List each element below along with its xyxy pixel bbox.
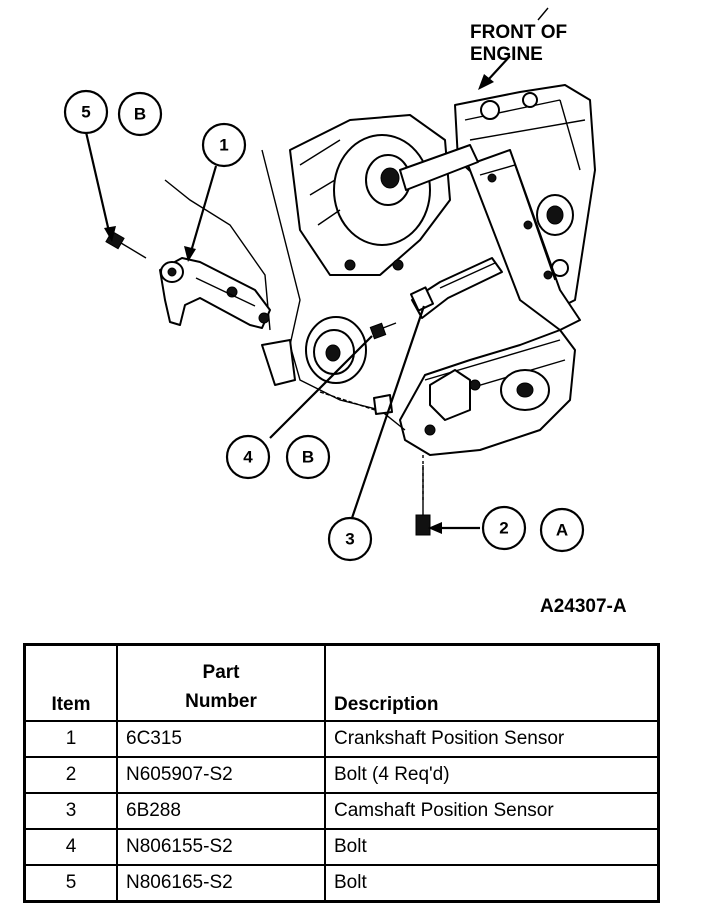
cell-item: 4 bbox=[23, 828, 118, 866]
table-header-row: Item Part Number Description bbox=[23, 643, 660, 722]
callout-b-lower: B bbox=[285, 434, 331, 480]
figure-id: A24307-A bbox=[540, 596, 627, 617]
cell-part-number: N605907-S2 bbox=[116, 756, 326, 794]
cell-description: Camshaft Position Sensor bbox=[324, 792, 660, 830]
engine-diagram: FRONT OF ENGINE bbox=[63, 7, 627, 617]
callout-5: 5 bbox=[63, 89, 109, 135]
cell-description: Bolt bbox=[324, 828, 660, 866]
table-row: 1 6C315 Crankshaft Position Sensor bbox=[23, 720, 660, 758]
svg-text:5: 5 bbox=[81, 103, 90, 122]
leader-5 bbox=[84, 131, 112, 237]
cell-part-number: 6B288 bbox=[116, 792, 326, 830]
cell-item: 2 bbox=[23, 756, 118, 794]
callout-a: A bbox=[539, 507, 585, 553]
bolt-item-2 bbox=[415, 455, 431, 536]
bolt-item-4 bbox=[369, 322, 397, 340]
front-direction-arrow bbox=[478, 7, 549, 90]
svg-text:B: B bbox=[134, 105, 146, 124]
svg-text:3: 3 bbox=[345, 530, 354, 549]
engine-block-illustration bbox=[159, 84, 596, 456]
parts-table: Item Part Number Description 1 6C315 Cra… bbox=[23, 643, 660, 903]
header-description: Description bbox=[324, 643, 660, 722]
front-of-engine-label-line1: FRONT OF bbox=[470, 22, 567, 43]
header-item: Item bbox=[23, 643, 118, 722]
front-of-engine-label-line2: ENGINE bbox=[470, 44, 543, 65]
table-row: 3 6B288 Camshaft Position Sensor bbox=[23, 792, 660, 830]
table-row: 2 N605907-S2 Bolt (4 Req'd) bbox=[23, 756, 660, 794]
svg-text:2: 2 bbox=[499, 519, 508, 538]
cell-part-number: N806165-S2 bbox=[116, 864, 326, 903]
svg-text:A: A bbox=[556, 521, 568, 540]
svg-text:1: 1 bbox=[219, 136, 228, 155]
callout-b-upper: B bbox=[117, 91, 163, 137]
cell-item: 5 bbox=[23, 864, 118, 903]
cell-part-number: 6C315 bbox=[116, 720, 326, 758]
callout-2: 2 bbox=[481, 505, 527, 551]
cell-part-number: N806155-S2 bbox=[116, 828, 326, 866]
cell-item: 3 bbox=[23, 792, 118, 830]
callout-3: 3 bbox=[327, 516, 373, 562]
cell-description: Bolt bbox=[324, 864, 660, 903]
svg-text:B: B bbox=[302, 448, 314, 467]
cell-description: Crankshaft Position Sensor bbox=[324, 720, 660, 758]
table-row: 4 N806155-S2 Bolt bbox=[23, 828, 660, 866]
cell-item: 1 bbox=[23, 720, 118, 758]
leader-4 bbox=[269, 335, 373, 439]
svg-text:4: 4 bbox=[243, 448, 253, 467]
cell-description: Bolt (4 Req'd) bbox=[324, 756, 660, 794]
leader-3 bbox=[350, 305, 426, 519]
callout-4: 4 bbox=[225, 434, 271, 480]
table-row: 5 N806165-S2 Bolt bbox=[23, 864, 660, 903]
callout-1: 1 bbox=[201, 122, 247, 168]
header-part-number: Part Number bbox=[116, 643, 326, 722]
leader-1 bbox=[188, 165, 218, 256]
